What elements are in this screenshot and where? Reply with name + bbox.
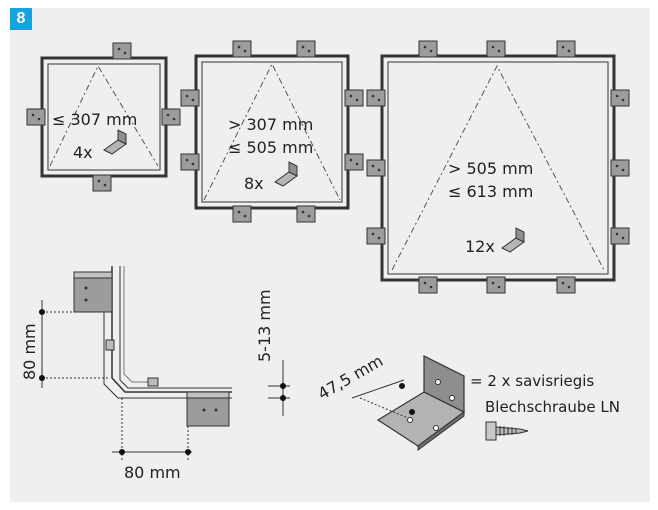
instruction-background [10,8,650,502]
medium-frame-diagram [180,40,364,223]
large-frame-diagram [366,40,630,294]
bracket-detail-diagram [351,355,466,451]
step-number-badge: 8 [10,8,32,30]
small-frame-diagram [26,42,181,192]
small-frame-bracket-count: 4x [73,143,93,162]
large-frame-bracket-count: 12x [465,237,495,256]
profile-depth-label: 5-13 mm [255,289,274,362]
large-frame-size-label-1: > 505 mm [448,159,533,178]
corner-vertical-dimension-label: 80 mm [20,323,39,380]
bracket-icon [501,227,525,253]
corner-horizontal-dimension-label: 80 mm [124,463,181,482]
bracket-icon [103,129,127,155]
small-frame-size-label: ≤ 307 mm [52,110,137,129]
screw-text-line-2: Blechschraube LN [485,398,620,416]
screw-text-line-1: = 2 x savisriegis [470,372,594,390]
medium-frame-bracket-count: 8x [244,174,264,193]
medium-frame-size-label-2: ≤ 505 mm [228,138,313,157]
medium-frame-size-label-1: > 307 mm [228,115,313,134]
corner-detail-diagram [39,266,232,462]
large-frame-size-label-2: ≤ 613 mm [448,182,533,201]
bracket-icon [274,161,298,187]
profile-depth-dimension [268,360,290,416]
bracket-leg-dimension-label: 47,5 mm [315,351,387,403]
screw-icon [485,421,529,441]
